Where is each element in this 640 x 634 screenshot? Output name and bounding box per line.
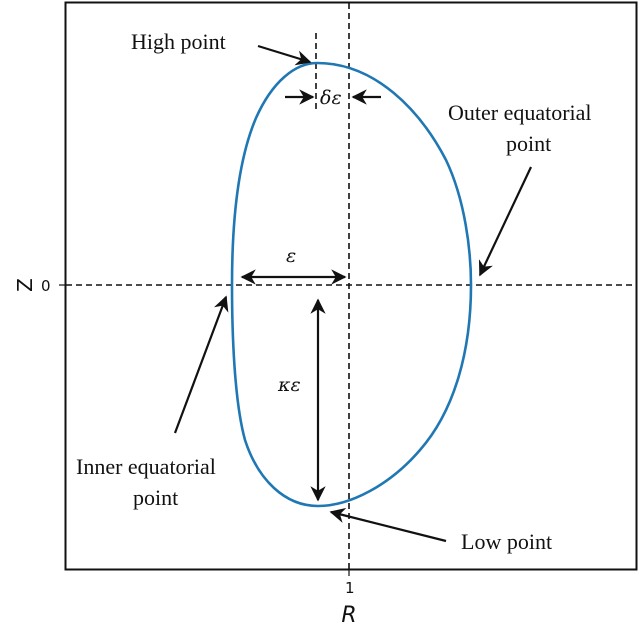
ytick-label: 0 bbox=[41, 277, 51, 295]
outer-equatorial-label-line1: Outer equatorial bbox=[448, 100, 592, 125]
inner-equatorial-arrow bbox=[173, 295, 229, 434]
axes-frame bbox=[64, 1, 638, 571]
low-point-arrow bbox=[329, 507, 447, 543]
high-point-label: High point bbox=[131, 29, 226, 54]
inner-equatorial-label-line2: point bbox=[133, 485, 178, 510]
inner-equatorial-label-line1: Inner equatorial bbox=[76, 454, 216, 479]
ylabel: Z bbox=[13, 278, 37, 292]
outer-equatorial-label-line2: point bbox=[506, 131, 551, 156]
high-point-arrow bbox=[257, 44, 312, 66]
xlabel: R bbox=[341, 603, 356, 628]
xtick-label: 1 bbox=[345, 579, 355, 597]
low-point-label: Low point bbox=[461, 529, 552, 554]
plasma-boundary-curve bbox=[230, 61, 473, 508]
outer-equatorial-arrow bbox=[478, 166, 532, 277]
triangularity-label: δε bbox=[320, 87, 342, 109]
minor-radius-label: ε bbox=[286, 245, 296, 267]
elongation-label: κε bbox=[277, 374, 301, 396]
